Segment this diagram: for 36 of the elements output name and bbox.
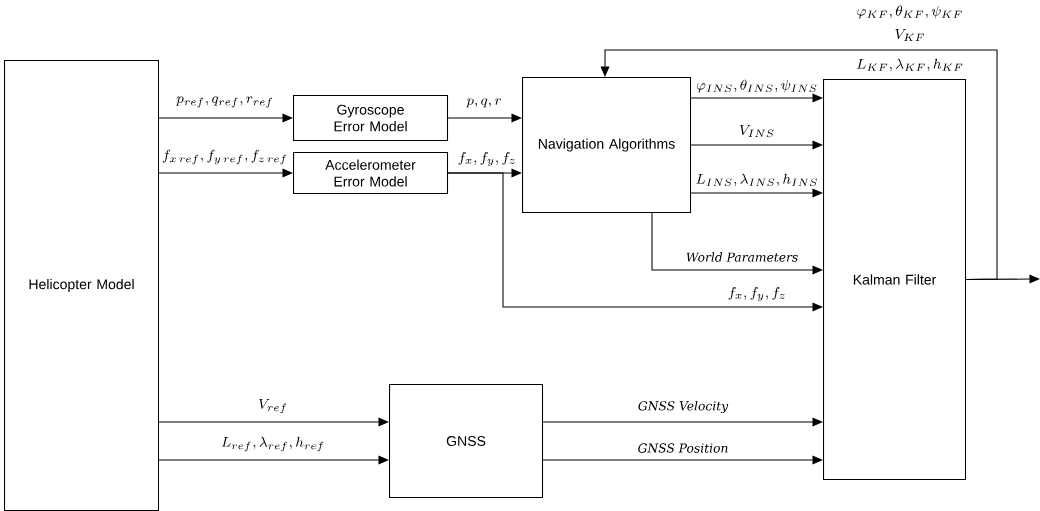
arrow bbox=[158, 455, 389, 465]
arrow bbox=[965, 274, 1040, 284]
arrow bbox=[542, 455, 823, 465]
edge-label: $L_{ref}, \lambda_{ref}, h_{ref}$ bbox=[221, 436, 324, 452]
edge-label: $L_{INS}, \lambda_{INS}, h_{INS}$ bbox=[696, 173, 817, 187]
block-box: Kalman Filter bbox=[823, 79, 967, 480]
edge-label: $V_{INS}$ bbox=[739, 125, 774, 138]
signal-label: $V_{KF}$ bbox=[895, 29, 924, 41]
block-box: Accelerometer Error Model bbox=[293, 152, 449, 195]
arrow bbox=[447, 113, 522, 123]
edge-label: $f_x, f_y, f_z$ bbox=[728, 287, 785, 301]
edge-label: $p, q, r$ bbox=[466, 98, 501, 108]
edge-label: GNSS Velocity bbox=[638, 400, 729, 414]
arrow bbox=[447, 172, 823, 312]
edge-label: $V_{ref}$ bbox=[258, 398, 287, 414]
edge-label: $f_x, f_y, f_z$ bbox=[458, 152, 515, 166]
arrow bbox=[600, 49, 998, 280]
block-box: Gyroscope Error Model bbox=[293, 95, 449, 142]
edge-label: $f_{x\,ref}, f_{y\,ref}, f_{z\,ref}$ bbox=[162, 149, 287, 165]
signal-label: $\varphi_{KF}, \theta_{KF}, \psi_{KF}$ bbox=[857, 5, 962, 19]
signal-label: $L_{KF}, \lambda_{KF}, h_{KF}$ bbox=[856, 58, 963, 72]
arrow bbox=[690, 140, 823, 150]
arrow bbox=[158, 168, 293, 178]
edge-label: World Parameters bbox=[686, 252, 798, 262]
arrow bbox=[651, 212, 823, 275]
arrow bbox=[690, 93, 823, 103]
block-box: GNSS bbox=[389, 384, 544, 499]
arrow bbox=[158, 113, 293, 123]
arrow bbox=[542, 417, 823, 427]
edge-label: GNSS Position bbox=[638, 443, 728, 453]
edge-label: $\varphi_{INS}, \theta_{INS}, \psi_{INS}$ bbox=[696, 79, 817, 93]
edge-label: $p_{ref}, q_{ref}, r_{ref}$ bbox=[175, 96, 272, 108]
arrow bbox=[158, 417, 389, 427]
arrow bbox=[690, 188, 823, 198]
block-box: Helicopter Model bbox=[4, 60, 160, 511]
block-box: Navigation Algorithms bbox=[522, 77, 692, 214]
